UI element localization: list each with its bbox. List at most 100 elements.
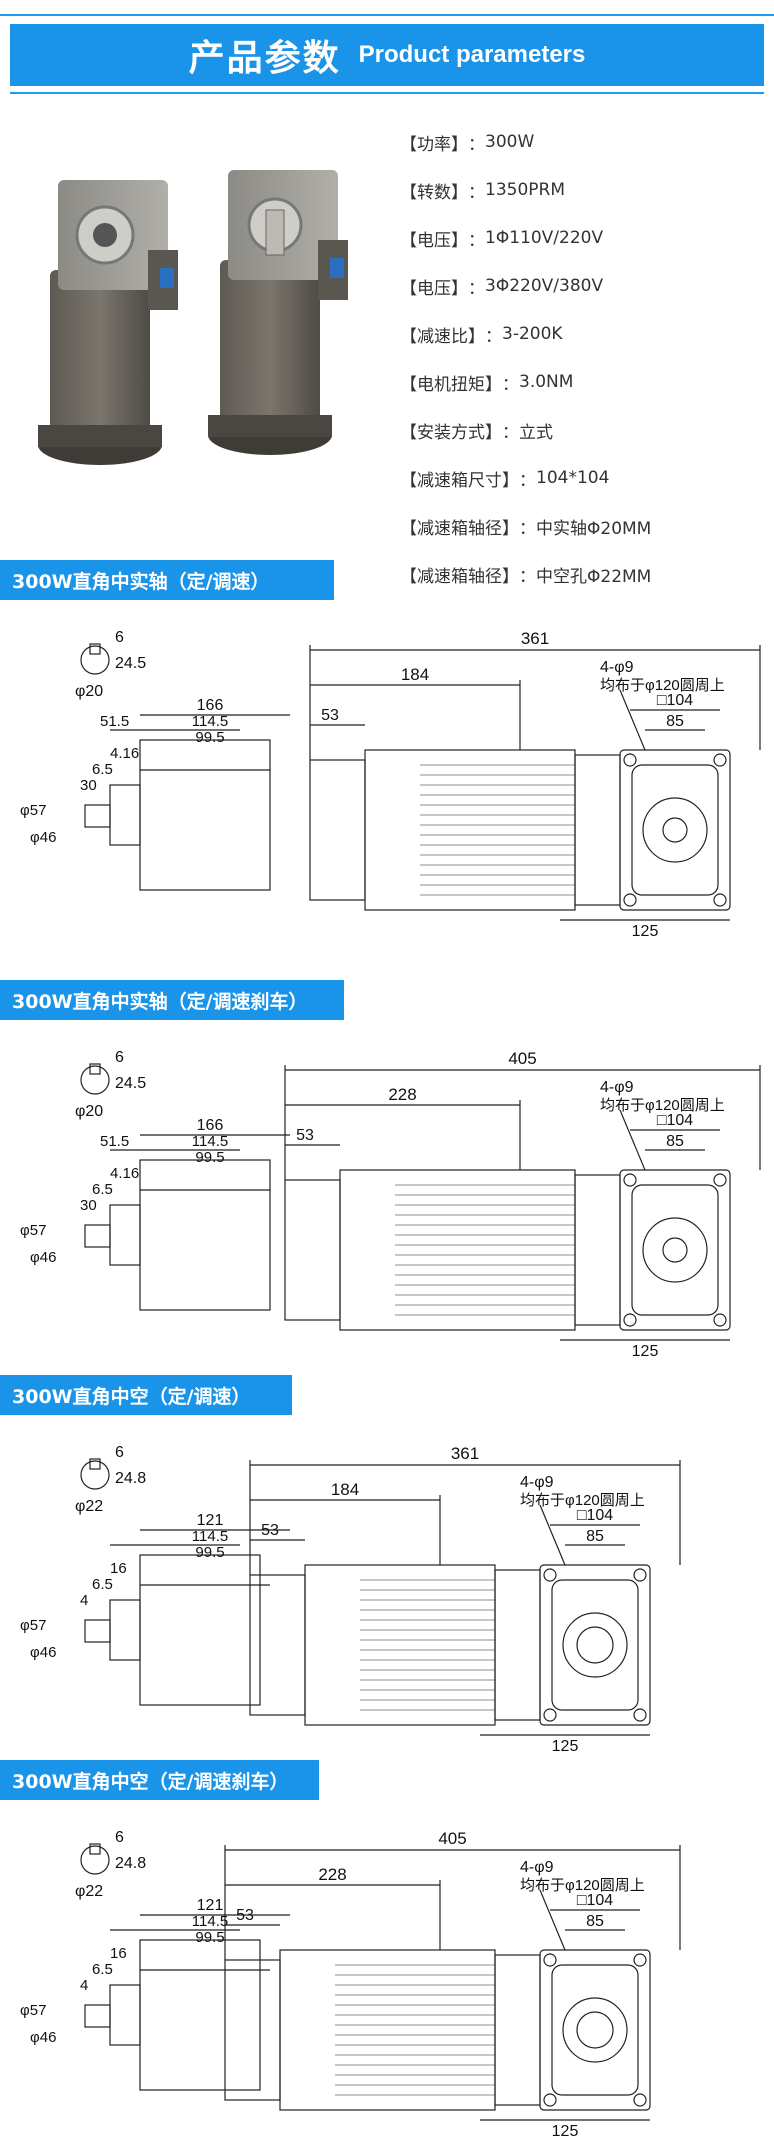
circle-label: 均布于φ120圆周上 — [600, 677, 725, 694]
param-value: 3.0NM — [519, 372, 574, 392]
page-banner: 产品参数 Product parameters — [10, 24, 764, 86]
shaft-offset-label: 125 — [552, 2123, 579, 2140]
total-length-label: 361 — [521, 629, 549, 648]
banner-divider — [10, 92, 764, 94]
outer-diameter-label: φ57 — [20, 802, 46, 819]
product-photo — [38, 170, 348, 465]
shaft-diameter-label: φ22 — [75, 1883, 103, 1900]
drawing-svg: 361184534-φ9均布于φ120圆周上□10485125624.8φ221… — [20, 1444, 681, 1755]
param-key: 【减速箱轴径】 — [400, 566, 519, 587]
param-key: 【转数】 — [400, 182, 468, 203]
param-row: 【减速箱尺寸】：104*104 — [400, 454, 760, 502]
side-dim-label: 114.5 — [192, 713, 228, 730]
param-sep: ： — [468, 182, 485, 203]
param-row: 【电压】：1Φ110V/220V — [400, 214, 760, 262]
param-value: 104*104 — [536, 468, 610, 488]
param-value: 立式 — [519, 422, 553, 443]
banner-title-en: Product parameters — [358, 41, 586, 68]
section-title: 300W直角中实轴（定/调速刹车） — [0, 980, 344, 1020]
total-length-label: 405 — [508, 1049, 536, 1068]
top-divider — [0, 14, 774, 16]
param-row: 【减速比】：3-200K — [400, 310, 760, 358]
side-dim-label: 99.5 — [195, 1929, 224, 1946]
param-sep: ： — [468, 230, 485, 251]
holes-label: 4-φ9 — [520, 1474, 554, 1491]
shaft-diameter-label: φ22 — [75, 1498, 103, 1515]
inner-size-label: 85 — [666, 713, 684, 730]
param-sep: ： — [519, 470, 536, 491]
inner-diameter-label: φ46 — [30, 1644, 56, 1661]
drawing-svg: 405228534-φ9均布于φ120圆周上□10485125624.8φ221… — [20, 1829, 681, 2140]
param-key: 【电压】 — [400, 230, 468, 251]
shaft-offset-label: 125 — [632, 923, 659, 940]
param-value: 1Φ110V/220V — [485, 228, 604, 248]
side-dim-label: 114.5 — [192, 1133, 228, 1150]
side-total-label: 121 — [197, 1512, 224, 1529]
motor-photo-solid-shaft — [38, 180, 178, 465]
back-length-label: 53 — [236, 1907, 254, 1924]
section-title: 300W直角中空（定/调速刹车） — [0, 1760, 319, 1800]
box-size-label: □104 — [657, 1112, 693, 1129]
param-key: 【电压】 — [400, 278, 468, 299]
side-total-label: 166 — [197, 1117, 224, 1134]
param-value: 3-200K — [502, 324, 563, 344]
side-dim-label: 4 — [80, 1592, 88, 1609]
side-dim-label: 30 — [80, 777, 97, 794]
param-sep: ： — [502, 374, 519, 395]
total-length-label: 361 — [451, 1444, 479, 1463]
section-title: 300W直角中空（定/调速） — [0, 1375, 292, 1415]
key-height-label: 24.8 — [115, 1470, 146, 1487]
side-dim-label: 114.5 — [192, 1913, 228, 1930]
shaft-diameter-label: φ20 — [75, 683, 103, 700]
key-width-label: 6 — [115, 1049, 124, 1066]
param-sep: ： — [485, 326, 502, 347]
parameter-list: 【功率】：300W【转数】：1350PRM【电压】：1Φ110V/220V【电压… — [400, 118, 760, 598]
param-row: 【转数】：1350PRM — [400, 166, 760, 214]
inner-size-label: 85 — [586, 1913, 604, 1930]
holes-label: 4-φ9 — [600, 659, 634, 676]
motor-length-label: 228 — [388, 1085, 416, 1104]
box-size-label: □104 — [657, 692, 693, 709]
param-sep: ： — [468, 134, 485, 155]
param-row: 【电机扭矩】：3.0NM — [400, 358, 760, 406]
banner-title-zh: 产品参数 — [188, 38, 341, 79]
param-sep: ： — [519, 566, 536, 587]
circle-label: 均布于φ120圆周上 — [600, 1097, 725, 1114]
param-sep: ： — [502, 422, 519, 443]
side-dim-label: 51.5 — [100, 713, 129, 730]
side-dim-label: 30 — [80, 1197, 97, 1214]
side-dim-label: 16 — [110, 1560, 127, 1577]
key-height-label: 24.5 — [115, 655, 146, 672]
back-length-label: 53 — [321, 707, 339, 724]
param-value: 中实轴Φ20MM — [536, 518, 652, 539]
box-size-label: □104 — [577, 1892, 613, 1909]
motor-length-label: 228 — [318, 1865, 346, 1884]
key-height-label: 24.5 — [115, 1075, 146, 1092]
param-row: 【电压】：3Φ220V/380V — [400, 262, 760, 310]
param-key: 【功率】 — [400, 134, 468, 155]
param-sep: ： — [468, 278, 485, 299]
param-key: 【安装方式】 — [400, 422, 502, 443]
motor-length-label: 184 — [401, 665, 429, 684]
side-dim-label: 99.5 — [195, 1544, 224, 1561]
holes-label: 4-φ9 — [520, 1859, 554, 1876]
shaft-offset-label: 125 — [552, 1738, 579, 1755]
back-length-label: 53 — [296, 1127, 314, 1144]
side-total-label: 166 — [197, 697, 224, 714]
side-dim-label: 4.16 — [110, 745, 139, 762]
outer-diameter-label: φ57 — [20, 1617, 46, 1634]
back-length-label: 53 — [261, 1522, 279, 1539]
side-dim-label: 6.5 — [92, 1961, 113, 1978]
side-dim-label: 6.5 — [92, 761, 113, 778]
side-dim-label: 114.5 — [192, 1528, 228, 1545]
side-dim-label: 6.5 — [92, 1576, 113, 1593]
motor-length-label: 184 — [331, 1480, 359, 1499]
param-value: 300W — [485, 132, 535, 152]
param-key: 【减速比】 — [400, 326, 485, 347]
param-key: 【减速箱轴径】 — [400, 518, 519, 539]
shaft-offset-label: 125 — [632, 1343, 659, 1360]
inner-size-label: 85 — [586, 1528, 604, 1545]
